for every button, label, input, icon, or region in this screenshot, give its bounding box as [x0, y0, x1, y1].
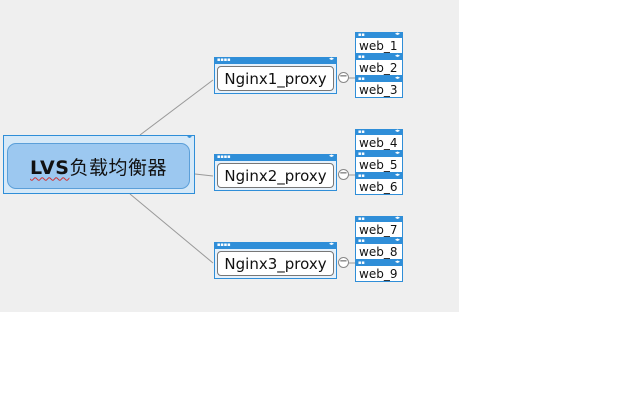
web-node[interactable]: ▪▪ ◂▸ web_6 — [355, 173, 403, 195]
web-node[interactable]: ▪▪ ◂▸ web_8 — [355, 238, 403, 260]
web-label: web_3 — [359, 83, 398, 97]
web-label: web_4 — [359, 136, 398, 150]
grip-icon: ▪▪ — [358, 54, 365, 60]
grip-icon: ▪▪ — [358, 32, 365, 38]
root-label-rest: 负载均衡器 — [69, 156, 167, 179]
grip-icon: ▪▪ — [358, 260, 365, 266]
web-node[interactable]: ▪▪ ◂▸ web_2 — [355, 54, 403, 76]
proxy-node-frame[interactable]: ▪▪▪▪ ◂▸ Nginx1_proxy — [214, 57, 337, 94]
grip-icon: ▪▪ — [358, 76, 365, 82]
grip-icon: ▪▪ — [358, 216, 365, 222]
grip-icon: ▪▪ — [358, 238, 365, 244]
link-root-proxy3 — [129, 193, 214, 264]
resize-arrows-icon[interactable]: ◂▸ — [394, 75, 400, 81]
grip-icon: ▪▪▪▪ — [217, 57, 231, 63]
resize-arrows-icon[interactable]: ◂▸ — [394, 53, 400, 59]
web-node[interactable]: ▪▪ ◂▸ web_3 — [355, 76, 403, 98]
proxy-node-frame[interactable]: ▪▪▪▪ ◂▸ Nginx3_proxy — [214, 242, 337, 279]
root-label-bold: LVS — [30, 156, 70, 179]
collapse-icon[interactable]: − — [338, 256, 349, 268]
root-node-label: LVS负载均衡器 — [30, 153, 167, 180]
web-label: web_5 — [359, 158, 398, 172]
connector-lines — [129, 77, 355, 264]
web-label: web_8 — [359, 245, 398, 259]
grip-icon: ▪▪ — [358, 173, 365, 179]
grip-icon: ▪▪ — [358, 151, 365, 157]
resize-arrows-icon[interactable]: ◂▸ — [394, 215, 400, 221]
link-root-proxy2 — [194, 173, 214, 177]
web-label: web_9 — [359, 267, 398, 281]
web-label: web_7 — [359, 223, 398, 237]
web-node[interactable]: ▪▪ ◂▸ web_4 — [355, 129, 403, 151]
resize-arrows-icon[interactable]: ◂▸ — [328, 153, 334, 159]
resize-arrows-icon[interactable]: ◂▸ — [328, 241, 334, 247]
grip-icon: ▪▪▪▪ — [217, 154, 231, 160]
mindmap-canvas: ◂▸ LVS负载均衡器 ▪▪▪▪◂▸ Nginx1_proxy − ▪▪▪▪◂▸… — [0, 0, 459, 312]
proxy-label: Nginx2_proxy — [224, 166, 327, 185]
grip-icon: ▪▪ — [358, 129, 365, 135]
grip-icon: ▪▪▪▪ — [217, 242, 231, 248]
web-node[interactable]: ▪▪ ◂▸ web_9 — [355, 260, 403, 282]
web-label: web_2 — [359, 61, 398, 75]
resize-arrows-icon[interactable]: ◂▸ — [394, 128, 400, 134]
resize-arrows-icon[interactable]: ◂▸ — [394, 259, 400, 265]
root-frame-bar: ◂▸ — [4, 134, 194, 142]
link-root-proxy1 — [139, 79, 214, 136]
root-node[interactable]: LVS负载均衡器 — [7, 143, 190, 189]
resize-arrows-icon[interactable]: ◂▸ — [394, 172, 400, 178]
resize-arrows-icon[interactable]: ◂▸ — [394, 237, 400, 243]
collapse-icon[interactable]: − — [338, 71, 349, 83]
web-label: web_1 — [359, 39, 398, 53]
web-node[interactable]: ▪▪ ◂▸ web_1 — [355, 32, 403, 54]
web-node[interactable]: ▪▪ ◂▸ web_7 — [355, 216, 403, 238]
proxy-label: Nginx1_proxy — [224, 69, 327, 88]
proxy-node-2[interactable]: Nginx2_proxy — [217, 163, 334, 188]
web-node[interactable]: ▪▪ ◂▸ web_5 — [355, 151, 403, 173]
resize-arrows-icon[interactable]: ◂▸ — [394, 150, 400, 156]
proxy-node-1[interactable]: Nginx1_proxy — [217, 66, 334, 91]
resize-arrows-icon[interactable]: ◂▸ — [394, 31, 400, 37]
root-node-frame[interactable]: ◂▸ LVS负载均衡器 — [3, 135, 195, 194]
resize-arrows-icon[interactable]: ◂▸ — [328, 56, 334, 62]
proxy-node-frame[interactable]: ▪▪▪▪ ◂▸ Nginx2_proxy — [214, 154, 337, 191]
resize-arrows-icon[interactable]: ◂▸ — [186, 134, 192, 140]
proxy-node-3[interactable]: Nginx3_proxy — [217, 251, 334, 276]
proxy-label: Nginx3_proxy — [224, 254, 327, 273]
collapse-icon[interactable]: − — [338, 168, 349, 180]
web-label: web_6 — [359, 180, 398, 194]
